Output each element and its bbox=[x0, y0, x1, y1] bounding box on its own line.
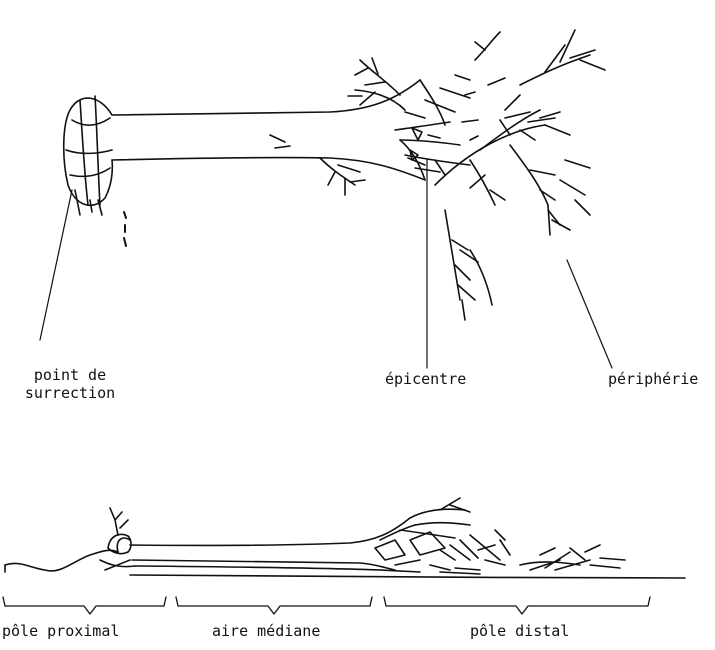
label-pole-proximal: pôle proximal bbox=[2, 622, 119, 640]
root-plate-bottom bbox=[100, 508, 135, 570]
label-aire-mediane: aire médiane bbox=[212, 622, 320, 640]
trunk-bottom bbox=[130, 518, 410, 570]
leader-lines-top bbox=[40, 160, 612, 368]
brace-pole-distal bbox=[384, 597, 650, 614]
label-pole-distal: pôle distal bbox=[470, 622, 569, 640]
label-surrection-line1: point de bbox=[20, 366, 120, 384]
root-plate-top bbox=[64, 96, 126, 246]
leader-surrection bbox=[40, 190, 72, 340]
crown-branches-top bbox=[320, 30, 605, 320]
label-surrection-line2: surrection bbox=[20, 384, 120, 402]
label-epicentre: épicentre bbox=[385, 370, 466, 388]
label-peripherie: périphérie bbox=[608, 370, 698, 388]
leader-peripherie bbox=[567, 260, 612, 368]
crown-bottom bbox=[375, 498, 625, 574]
brace-pole-proximal bbox=[3, 597, 166, 614]
brace-aire-mediane bbox=[176, 597, 372, 614]
label-point-de-surrection: point de surrection bbox=[20, 366, 120, 402]
